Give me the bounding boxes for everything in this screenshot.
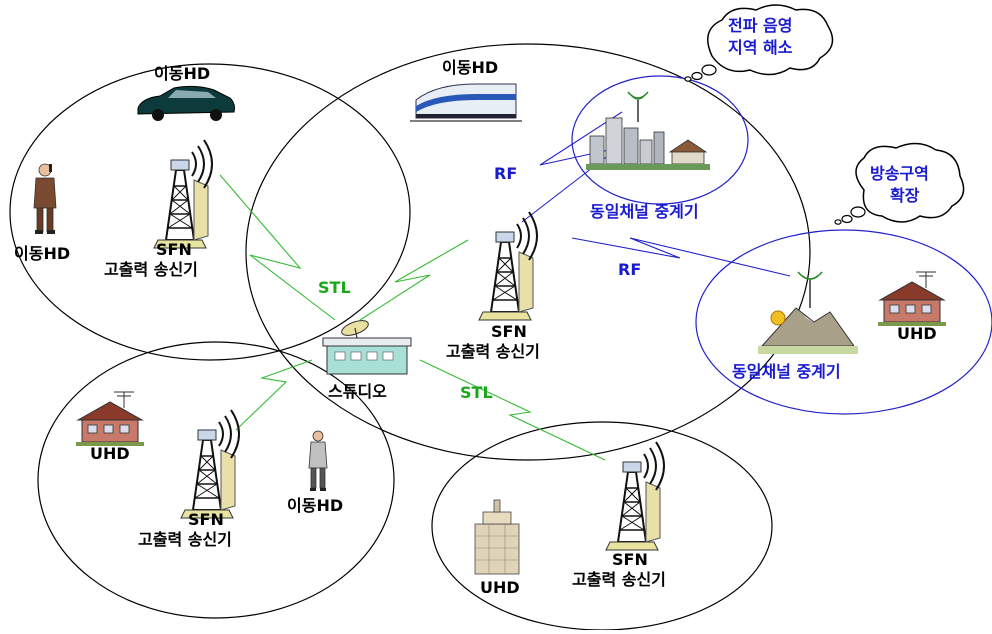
label-hptx-bottomleft: 고출력 송신기 — [138, 530, 232, 549]
coverage-cell-bottomleft — [37, 341, 395, 619]
label-bubble1-line2: 지역 해소 — [728, 38, 793, 57]
label-mobile-hd-train: 이동HD — [442, 58, 499, 77]
label-stl-lower: STL — [460, 383, 493, 402]
train-icon — [410, 83, 522, 122]
tower-icon — [153, 139, 213, 249]
building-icon — [474, 499, 520, 575]
mountain-icon — [758, 271, 858, 354]
label-hptx-topleft: 고출력 송신기 — [104, 260, 198, 279]
tower-icon — [180, 409, 240, 519]
label-bubble2-line2: 확장 — [890, 186, 920, 205]
stl-link-bottomleft — [235, 359, 313, 431]
house-icon — [75, 391, 145, 447]
label-repeater-mountain: 동일채널 중계기 — [732, 362, 841, 381]
coverage-cell-topleft — [9, 63, 411, 361]
label-uhd-right: UHD — [897, 324, 937, 343]
label-mobile-hd-person: 이동HD — [14, 244, 71, 263]
cloud-bubble-icon — [834, 142, 965, 225]
rf-link-city — [521, 111, 623, 223]
label-mobile-hd-car: 이동HD — [154, 64, 211, 83]
label-hptx-bottomright: 고출력 송신기 — [572, 570, 666, 589]
label-sfn-bottomleft: SFN — [188, 510, 224, 529]
label-bubble1-line1: 전파 음영 — [728, 16, 793, 35]
label-sfn-bottomright: SFN — [612, 550, 648, 569]
house-icon — [877, 271, 947, 327]
car-icon — [137, 85, 235, 121]
label-uhd-bottom: UHD — [480, 578, 520, 597]
person-walking-icon — [308, 430, 328, 491]
label-studio: 스튜디오 — [328, 382, 387, 401]
label-mobile-hd-walker: 이동HD — [287, 496, 344, 515]
stl-link-topleft — [219, 174, 336, 321]
stl-link-main — [359, 239, 469, 321]
studio-icon — [322, 320, 412, 375]
label-sfn-main: SFN — [491, 322, 527, 341]
city-icon — [586, 91, 710, 170]
coverage-cell-main — [245, 43, 811, 461]
stl-link-bottomright — [419, 359, 606, 461]
label-rf-lower: RF — [618, 260, 642, 279]
tower-icon — [605, 441, 665, 551]
label-sfn-topleft: SFN — [156, 240, 192, 259]
cloud-bubble-icon — [684, 4, 834, 82]
label-repeater-city: 동일채널 중계기 — [590, 202, 699, 221]
label-stl-upper: STL — [318, 278, 351, 297]
person-phone-icon — [33, 163, 57, 235]
repeater-cell-city — [571, 75, 749, 205]
repeater-cell-mountain — [695, 229, 992, 415]
label-uhd-left: UHD — [90, 444, 130, 463]
rf-link-mountain — [571, 237, 791, 277]
tower-icon — [478, 211, 538, 321]
label-bubble2-line1: 방송구역 — [870, 164, 929, 183]
label-rf-upper: RF — [494, 164, 518, 183]
label-hptx-main: 고출력 송신기 — [446, 342, 540, 361]
